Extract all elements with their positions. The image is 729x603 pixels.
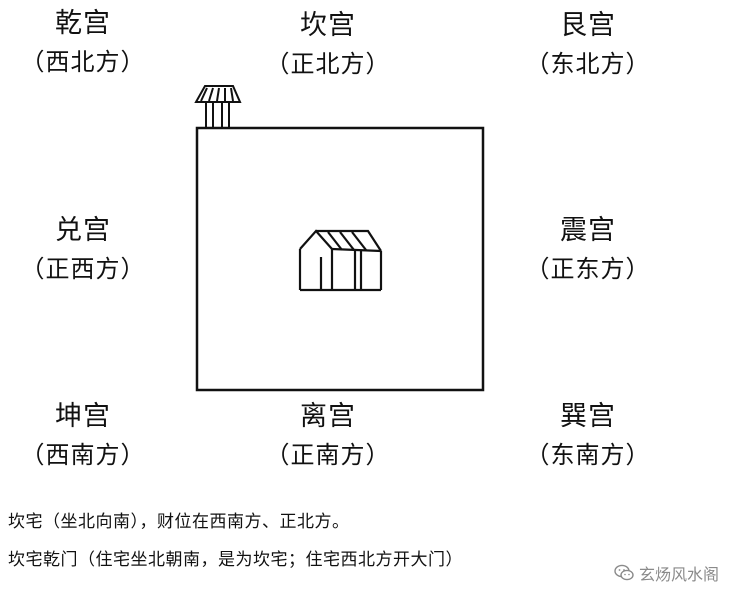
palace-name: 巽宫 xyxy=(560,401,616,432)
palace-name: 震宫 xyxy=(560,215,616,246)
caption-wealth-position: 坎宅（坐北向南），财位在西南方、正北方。 xyxy=(8,512,350,532)
palace-qian: 乾宫 （西北方） xyxy=(0,10,178,74)
palace-direction: （正南方） xyxy=(265,441,391,469)
palace-direction: （正北方） xyxy=(265,50,391,78)
palace-kun: 坤宫 （西南方） xyxy=(0,403,178,467)
watermark: 玄炀风水阁 xyxy=(609,559,723,587)
caption-gate-description: 坎宅乾门（住宅坐北朝南，是为坎宅；住宅西北方开大门） xyxy=(8,550,463,570)
palace-direction: （东南方） xyxy=(525,441,651,469)
palace-name: 艮宫 xyxy=(560,10,616,41)
palace-name: 兑宫 xyxy=(55,215,111,246)
palace-direction: （西北方） xyxy=(20,48,146,76)
palace-direction: （东北方） xyxy=(525,50,651,78)
palace-direction: （正东方） xyxy=(525,255,651,283)
palace-name: 离宫 xyxy=(300,401,356,432)
watermark-text: 玄炀风水阁 xyxy=(638,565,719,584)
gate-marker-icon xyxy=(194,85,242,128)
palace-dui: 兑宫 （正西方） xyxy=(0,217,178,281)
palace-li: 离宫 （正南方） xyxy=(233,403,423,467)
palace-name: 乾宫 xyxy=(55,8,111,39)
wechat-icon xyxy=(614,564,634,581)
palace-name: 坎宫 xyxy=(300,10,356,41)
house-icon xyxy=(298,229,383,292)
palace-zhen: 震宫 （正东方） xyxy=(493,217,683,281)
palace-direction: （西南方） xyxy=(20,441,146,469)
palace-kan: 坎宫 （正北方） xyxy=(233,12,423,76)
palace-xun: 巽宫 （东南方） xyxy=(493,403,683,467)
palace-gen: 艮宫 （东北方） xyxy=(493,12,683,76)
plot-boundary xyxy=(195,126,485,392)
palace-name: 坤宫 xyxy=(55,401,111,432)
palace-direction: （正西方） xyxy=(20,255,146,283)
